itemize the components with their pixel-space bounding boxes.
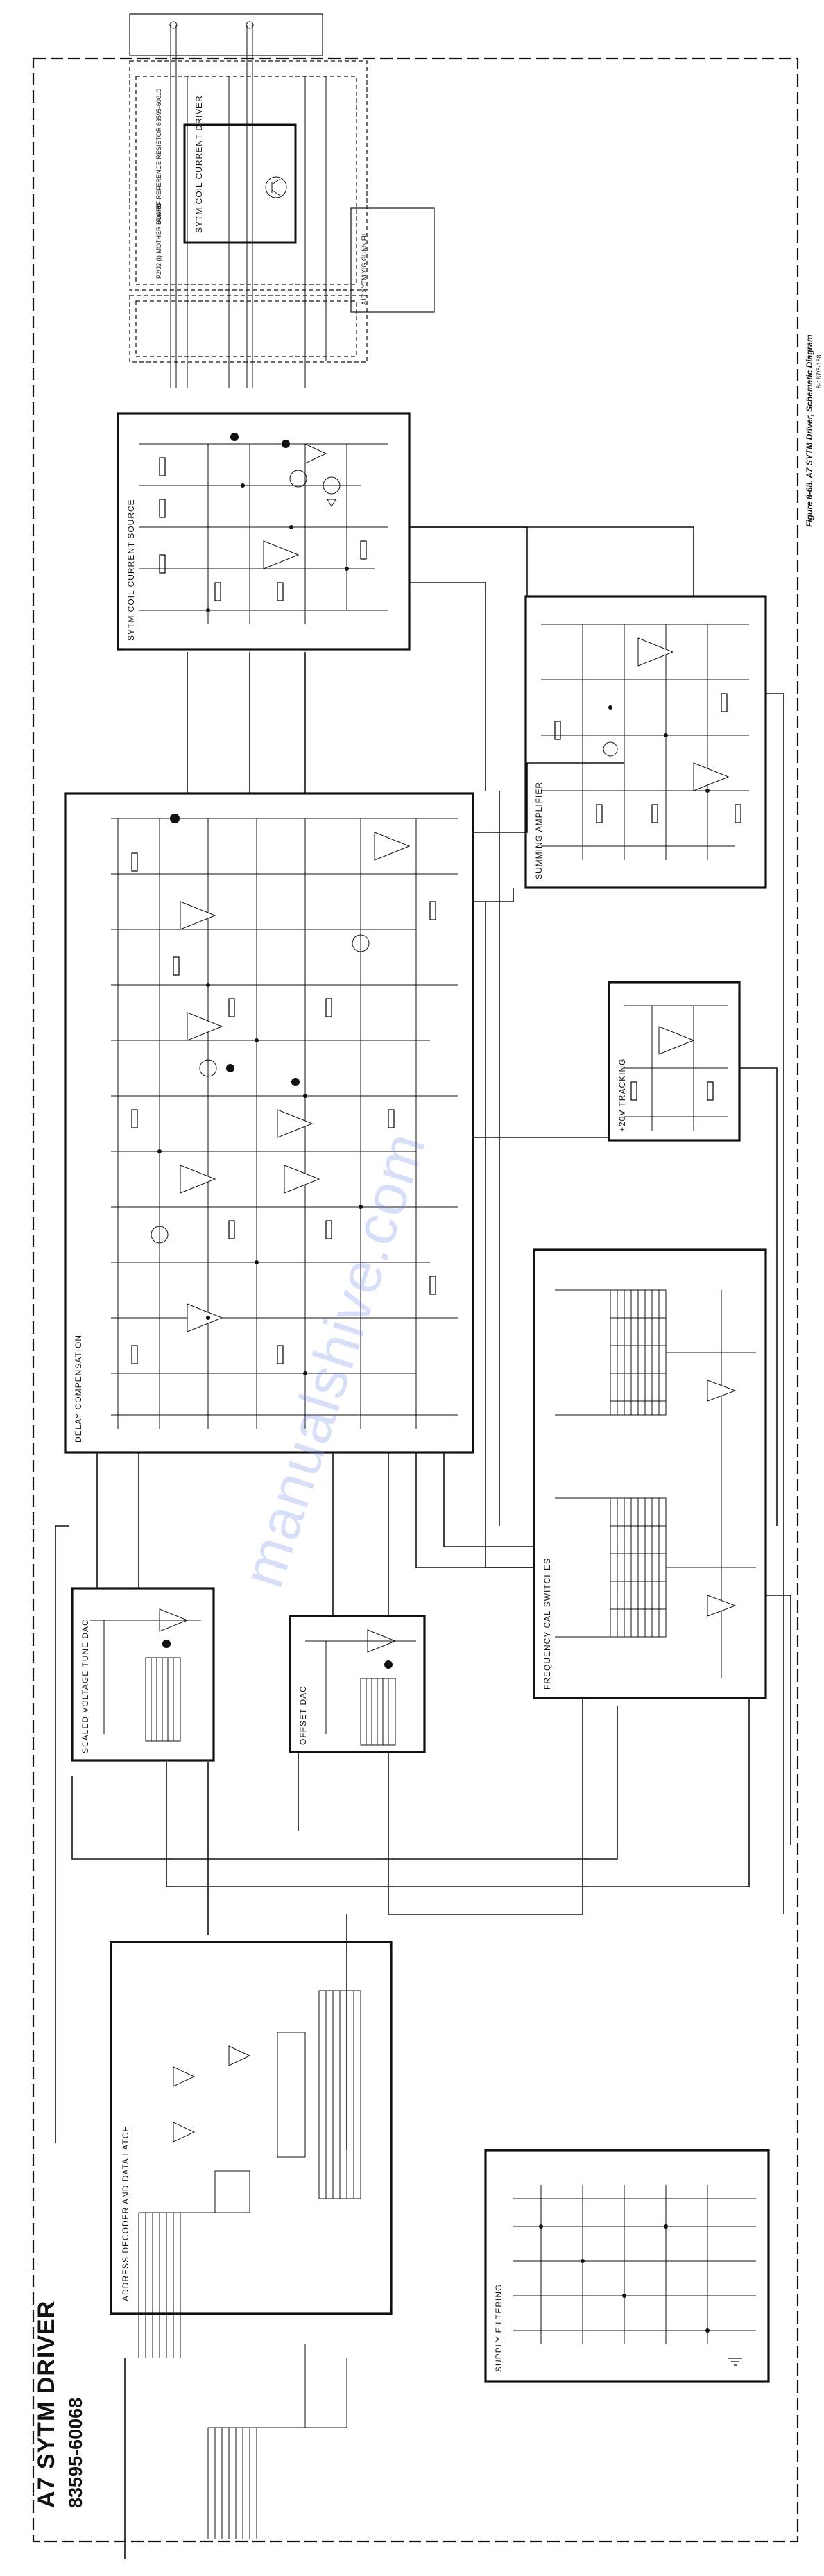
block-supply-filtering xyxy=(484,2149,770,2383)
assembly-part-number: 83595-60068 xyxy=(65,2397,86,2508)
block-scaled-voltage-tune-dac xyxy=(71,1587,215,1762)
block-sytm-coil-current-source xyxy=(117,412,411,651)
block-delay-compensation xyxy=(64,792,474,1454)
block-label-frequency-cal-switches: FREQUENCY CAL SWITCHES xyxy=(542,1557,552,1690)
input-connector-stubs xyxy=(207,2344,347,2539)
switch-bank-upper xyxy=(610,1289,667,1416)
block-label-sytm-coil-driver: SYTM COIL CURRENT DRIVER xyxy=(194,95,204,233)
switch-bank-lower xyxy=(610,1497,667,1638)
ground-symbol xyxy=(728,2358,742,2366)
block-label-sytm-coil-current-source: SYTM COIL CURRENT SOURCE xyxy=(126,499,136,641)
figure-caption: Figure 8-68. A7 SYTM Driver, Schematic D… xyxy=(805,334,814,527)
q3-transistor xyxy=(265,176,287,198)
resistor-stack-8 xyxy=(159,457,367,601)
interconnect-wires xyxy=(55,526,791,2559)
block-address-decoder xyxy=(110,1941,393,2358)
block-label-delay-compensation: DELAY COMPENSATION xyxy=(74,1334,83,1443)
connector-label-rf-resistor: P/O RF REFERENCE RESISTOR 83595-60010 xyxy=(155,89,162,222)
block-label-supply-filtering: SUPPLY FILTERING xyxy=(494,2283,504,2372)
sytm-coil-driver-box xyxy=(183,123,297,244)
top-connector-boxes xyxy=(129,13,435,363)
block-label-summing-amplifier: SUMMING AMPLIFIER xyxy=(534,781,544,879)
connector-label-a17: A17 SYTM YIG GUNN FIL xyxy=(361,232,368,305)
top-terminals xyxy=(169,21,327,388)
block-offset-dac xyxy=(289,1615,426,1753)
block-label-scaled-voltage-tune-dac: SCALED VOLTAGE TUNE DAC xyxy=(80,1619,90,1753)
assembly-title: A7 SYTM DRIVER xyxy=(33,2300,60,2508)
block-label-address-decoder: ADDRESS DECODER AND DATA LATCH xyxy=(121,2124,130,2301)
block-label-20v-tracking: +20V TRACKING xyxy=(617,1058,627,1132)
assembly-boundary xyxy=(32,57,799,2543)
block-frequency-cal-switches xyxy=(533,1248,767,1699)
figure-page-ref: 8-187/8-188 xyxy=(816,354,823,388)
block-20v-tracking xyxy=(608,981,741,1142)
block-summing-amplifier xyxy=(524,595,767,889)
block-label-offset-dac: OFFSET DAC xyxy=(298,1685,308,1745)
